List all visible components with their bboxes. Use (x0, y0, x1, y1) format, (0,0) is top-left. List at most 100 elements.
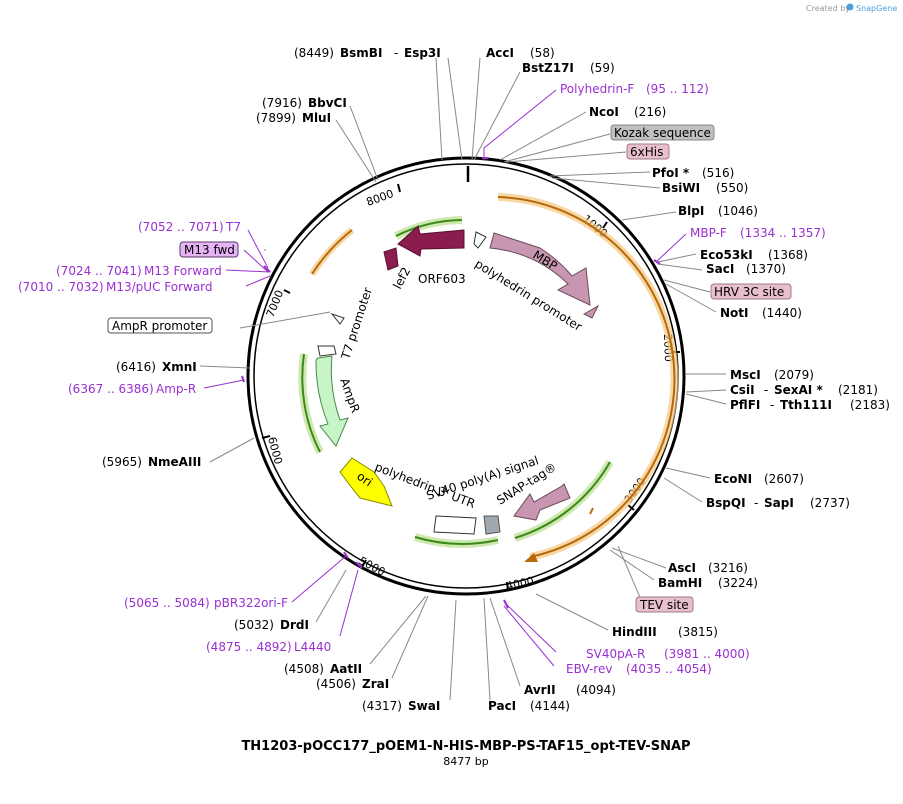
acci-name: AccI (486, 46, 514, 60)
arc-ul (311, 229, 353, 275)
l4440-name: L4440 (294, 640, 331, 654)
his-box (626, 143, 670, 160)
acci-pos: (58) (530, 46, 555, 60)
aatii-pos: (4508) (284, 662, 324, 676)
ampr-promoter-label: AmpR promoter (112, 319, 207, 333)
drdi-pos: (5032) (234, 618, 274, 632)
aatii-name: AatII (330, 662, 362, 676)
m13-puc-name: M13/pUC Forward (106, 280, 213, 294)
green-arc-right (514, 461, 611, 539)
asci-name: AscI (668, 561, 696, 575)
blpi-pos: (1046) (718, 204, 758, 218)
orf-arc (497, 196, 676, 558)
green-arc-left (301, 353, 321, 453)
bstz17i-name: BstZ17I (522, 61, 574, 75)
tick-6000 (261, 435, 271, 439)
bamhi-name: BamHI (658, 576, 702, 590)
nmeaiii-pos: (5965) (102, 455, 142, 469)
asci-pos: (3216) (708, 561, 748, 575)
bsmbi-name: BsmBI (340, 46, 382, 60)
m13-forward-name: M13 Forward (144, 264, 222, 278)
primer-markers (241, 157, 661, 609)
kozak-box (610, 124, 715, 141)
mbp-f-name: MBP-F (690, 226, 727, 240)
tev-label: TEV site (639, 598, 689, 612)
t7-name: T7 (225, 220, 241, 234)
orf603-label: ORF603 (418, 272, 466, 286)
tth111i-name: Tth111I (780, 398, 832, 412)
orf-arc-arrowhead (524, 553, 538, 562)
drdi-name: DrdI (280, 618, 309, 632)
hrv-box (710, 283, 792, 300)
ampr-promoter-feature (317, 345, 337, 357)
msci-pos: (2079) (774, 368, 814, 382)
mlui-pos: (7899) (256, 111, 296, 125)
pbr322ori-f-name: pBR322ori-F (214, 596, 288, 610)
pfoi-pos: (516) (702, 166, 734, 180)
esp3i-name: Esp3I (404, 46, 441, 60)
saci-pos: (1370) (746, 262, 786, 276)
lef2-label: lef2 (390, 265, 413, 292)
bsmbi-sep: - (394, 46, 398, 60)
pbr322ori-f-range: (5065 .. 5084) (124, 596, 210, 610)
sexai-name: SexAI * (774, 383, 823, 397)
green-arc-top (395, 219, 463, 237)
sv40pa-r-range: (3981 .. 4000) (664, 647, 750, 661)
arc-inner (589, 507, 594, 515)
bbvci-name: BbvCI (308, 96, 347, 110)
bsiwi-name: BsiWI (662, 181, 700, 195)
m13fwd-label: M13 fwd (184, 243, 235, 257)
snap-feature (513, 483, 571, 521)
swai-pos: (4317) (362, 699, 402, 713)
credit-text: Created by (806, 4, 850, 13)
bsmbi-pos: (8449) (294, 46, 334, 60)
pflfi-name: PflFI (730, 398, 760, 412)
ampr-promoter-box (107, 317, 213, 334)
green-arc-bottom (414, 536, 499, 545)
avrii-name: AvrII (524, 683, 556, 697)
boxed-labels: Kozak sequence 6xHis HRV 3C site TEV sit… (107, 124, 792, 613)
zrai-pos: (4506) (316, 677, 356, 691)
tick-label-8000: 8000 (365, 187, 396, 209)
arc-ul-glow (309, 227, 355, 276)
t7-range: (7052 .. 7071) (138, 220, 224, 234)
amp-r-range: (6367 .. 6386) (68, 382, 154, 396)
tick-label-4000: 4000 (505, 574, 535, 593)
brand-text: SnapGene (856, 4, 897, 13)
ori-feature (339, 457, 393, 507)
m13fwd-box (179, 241, 239, 258)
saci-name: SacI (706, 262, 734, 276)
sapi-name: SapI (764, 496, 794, 510)
tick-label-7000: 7000 (264, 288, 287, 319)
hindiii-pos: (3815) (678, 625, 718, 639)
primer-leader-lines (203, 89, 687, 667)
bsiwi-pos: (550) (716, 181, 748, 195)
swai-name: SwaI (408, 699, 440, 713)
pfoi-name: PfoI * (652, 166, 690, 180)
blpi-name: BlpI (678, 204, 704, 218)
mbp-f-range: (1334 .. 1357) (740, 226, 826, 240)
amp-r-name: Amp-R (156, 382, 196, 396)
bspqi-name: BspQI (706, 496, 746, 510)
bstz17i-pos: (59) (590, 61, 615, 75)
t7-promoter-label: T7 promoter (338, 286, 375, 362)
eco53ki-name: Eco53kI (700, 248, 753, 262)
noti-pos: (1440) (762, 306, 802, 320)
map-subtitle: 8477 bp (443, 755, 488, 768)
leader-lines (199, 57, 727, 701)
ampr-label: AmpR (337, 376, 362, 414)
tev-box (635, 596, 694, 613)
bamhi-pos: (3224) (718, 576, 758, 590)
econi-name: EcoNI (714, 472, 752, 486)
bspqi-pos: (2737) (810, 496, 850, 510)
mlui-name: MluI (302, 111, 331, 125)
tick-4000 (506, 581, 509, 592)
map-title: TH1203-pOCC177_pOEM1-N-HIS-MBP-PS-TAF15_… (241, 739, 690, 754)
tick-7000 (283, 289, 291, 294)
tick-1000 (602, 221, 608, 229)
kozak-label: Kozak sequence (614, 126, 711, 140)
polyhedrin-promoter-feature (473, 231, 487, 249)
csii-pos: (2181) (838, 383, 878, 397)
polyhedrin-utr-feature (433, 515, 477, 535)
